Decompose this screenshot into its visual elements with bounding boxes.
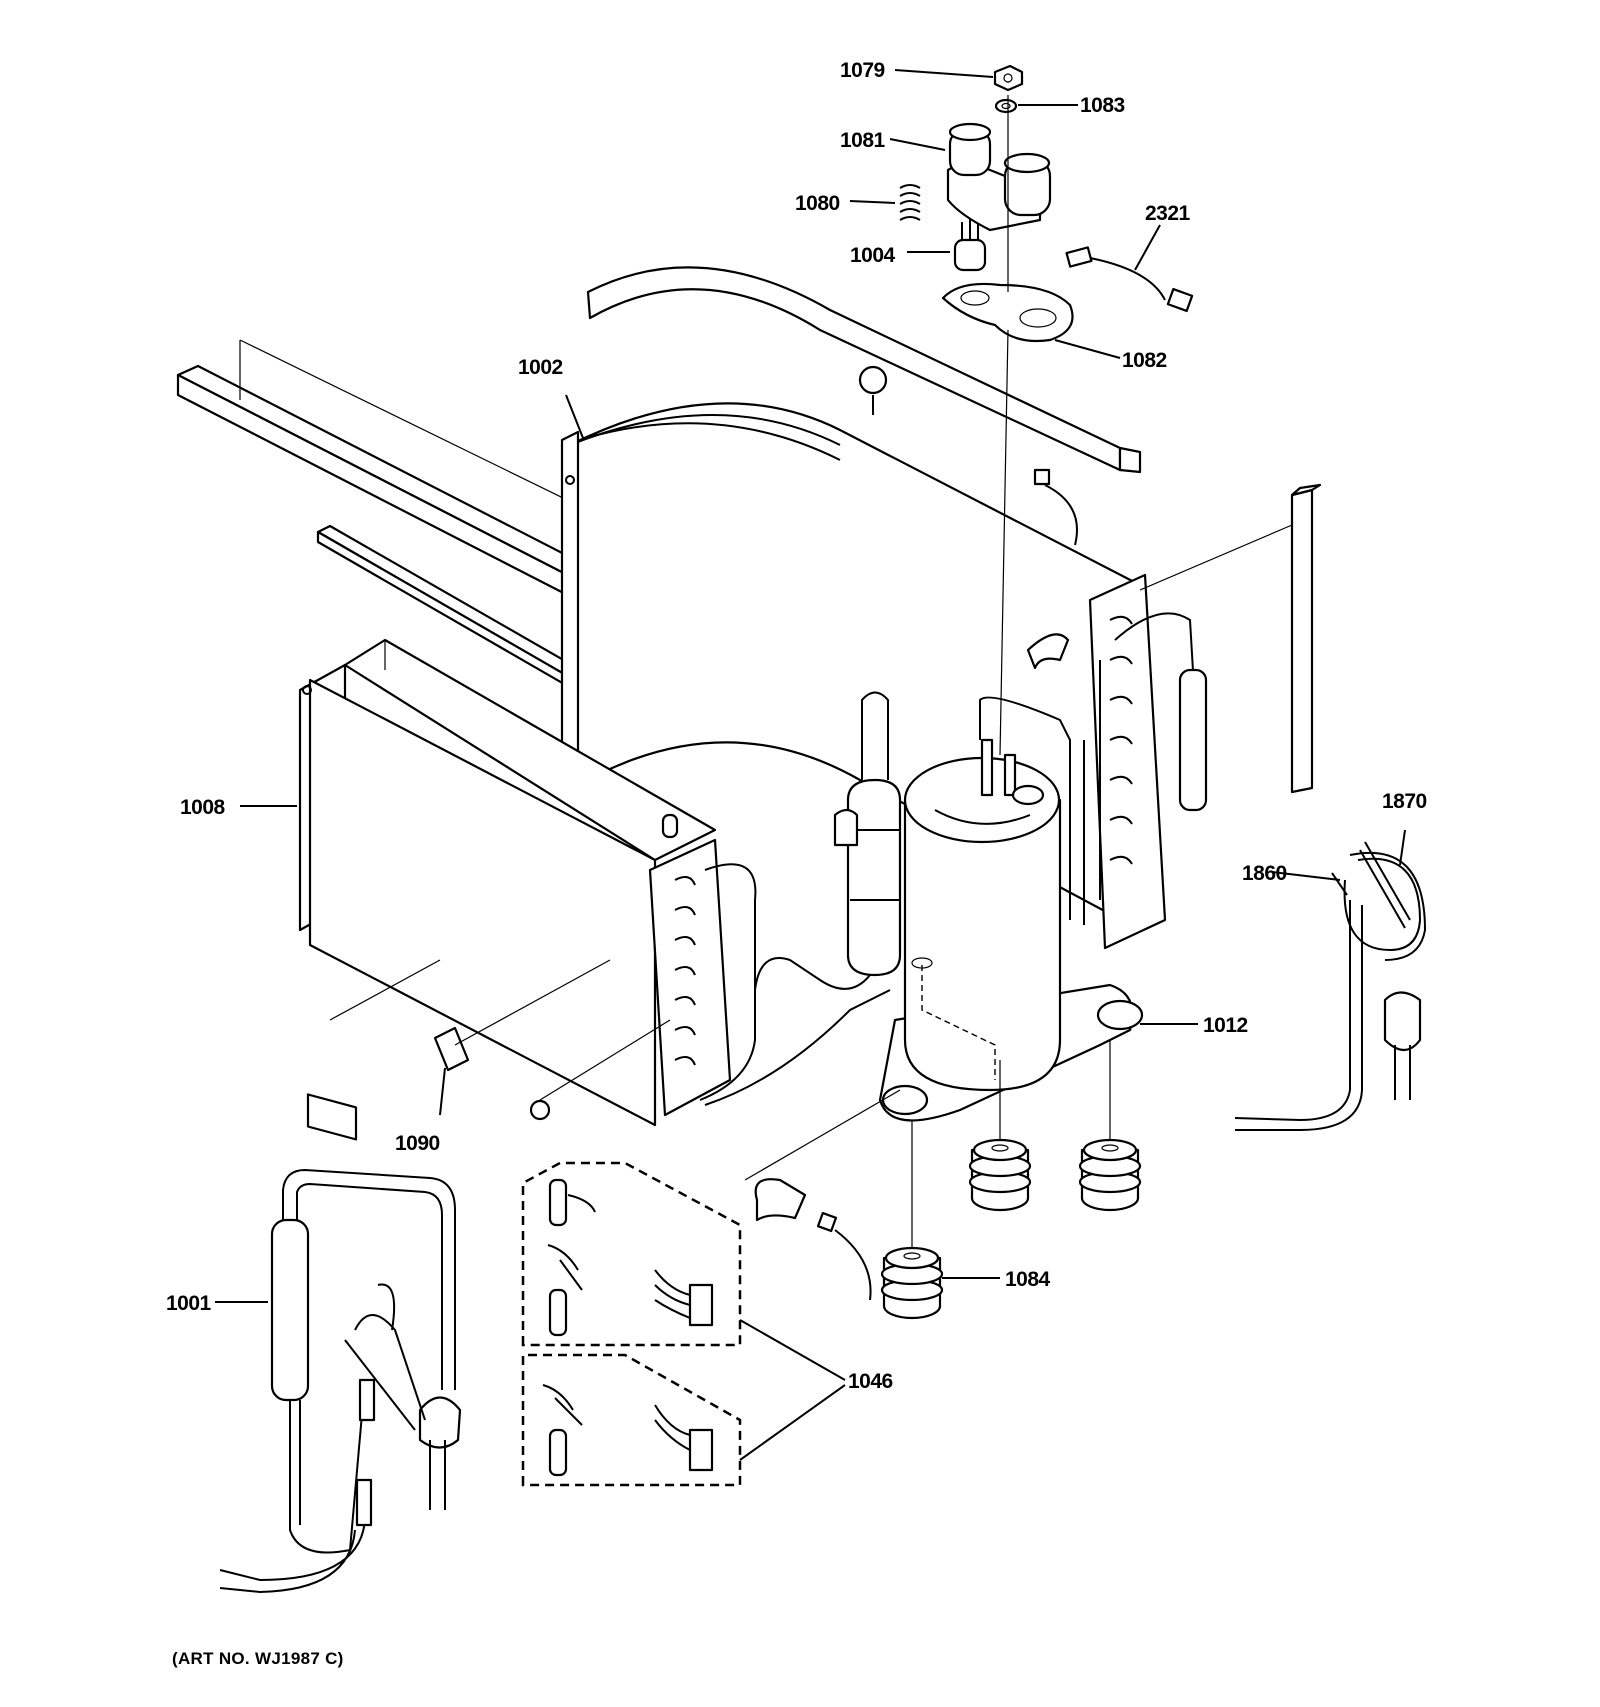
label-1004: 1004	[850, 244, 896, 267]
label-1860: 1860	[1242, 862, 1287, 885]
leader-lines	[215, 69, 1406, 1461]
wire-harness-2321	[1065, 246, 1194, 313]
loose-parts	[306, 959, 901, 1301]
art-number: (ART NO. WJ1987 C)	[172, 1649, 344, 1668]
label-1081: 1081	[840, 129, 886, 152]
spring-1080	[899, 184, 921, 221]
compressor-1012	[878, 738, 1144, 1122]
vertical-side-rail	[1139, 483, 1322, 794]
label-1079: 1079	[840, 59, 885, 82]
label-2321: 2321	[1145, 202, 1191, 225]
nut-1079	[993, 64, 1024, 92]
top-rail-left	[176, 339, 691, 606]
condenser-end-plate	[1088, 573, 1208, 950]
overload-1081	[946, 122, 1052, 232]
wiring-kit-1046-box-top	[521, 1161, 742, 1347]
label-1083: 1083	[1080, 94, 1125, 117]
mount-plate-1082	[941, 95, 1074, 756]
label-1084: 1084	[1005, 1268, 1051, 1291]
label-1001: 1001	[166, 1292, 212, 1315]
label-1080: 1080	[795, 192, 840, 215]
label-1002: 1002	[518, 356, 563, 379]
label-1008: 1008	[180, 796, 226, 819]
label-1082: 1082	[1122, 349, 1167, 372]
label-1046: 1046	[848, 1370, 893, 1393]
valve-assembly-1860-1870	[1234, 841, 1427, 1131]
wiring-kit-1046-box-bottom	[521, 1353, 742, 1487]
evaporator-end-plate	[648, 838, 757, 1117]
label-1012: 1012	[1203, 1014, 1248, 1037]
reversing-valve-assembly-1001	[219, 1168, 462, 1594]
label-1090: 1090	[395, 1132, 440, 1155]
part-labels: 1079 1083 1081 1080 1004 2321 1082 1002 …	[166, 59, 1427, 1668]
accumulator	[754, 691, 902, 1040]
top-arched-rail	[586, 266, 1142, 474]
terminal-cover-1004	[953, 218, 987, 272]
washer-1083	[994, 98, 1018, 114]
evaporator-coil-1008	[298, 638, 717, 1127]
refrigerant-tubing	[704, 696, 1085, 1106]
coil-clips	[661, 365, 1078, 847]
grommet-mounts	[880, 1040, 1142, 1320]
label-1870: 1870	[1382, 790, 1427, 813]
